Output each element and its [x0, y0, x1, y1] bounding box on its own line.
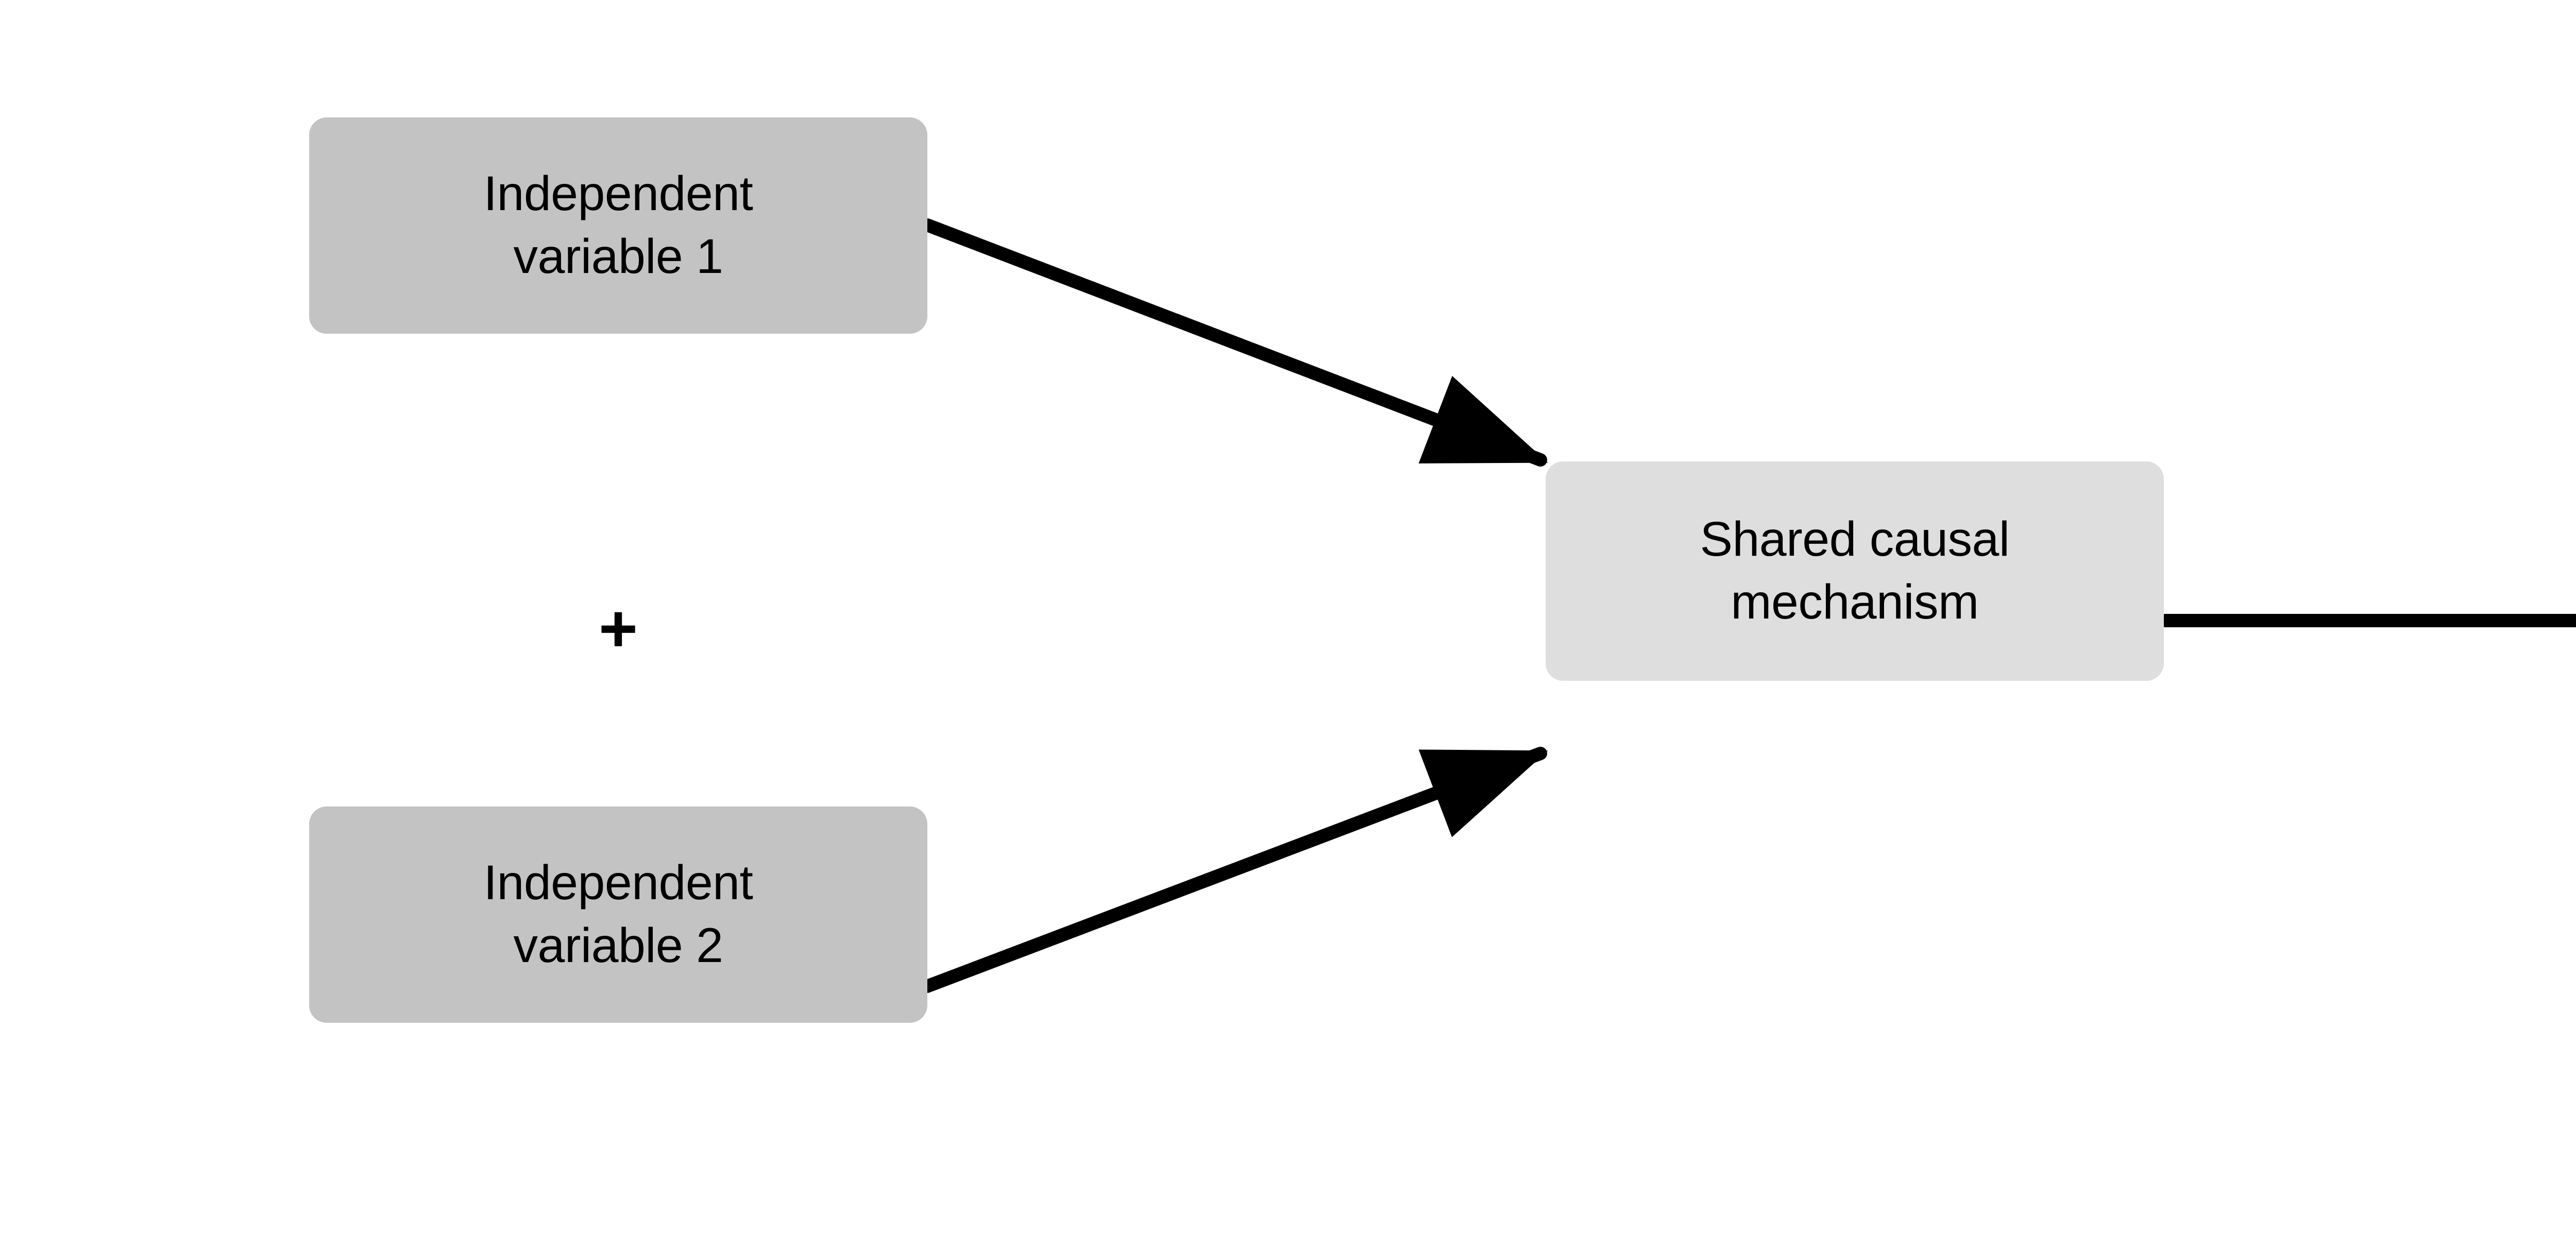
node-label-shared-causal-mechanism: Shared causal mechanism	[1700, 512, 2010, 629]
plus-operator: +	[541, 566, 696, 690]
node-shared-causal-mechanism[interactable]: Shared causal mechanism	[1546, 461, 2164, 681]
node-label-independent-variable-1: Independent variable 1	[483, 166, 753, 284]
edge-iv1-to-mechanism	[921, 218, 1548, 467]
node-label-independent-variable-2: Independent variable 2	[483, 855, 753, 973]
edge-iv2-to-mechanism	[921, 747, 1548, 993]
node-independent-variable-1[interactable]: Independent variable 1	[309, 117, 927, 334]
node-independent-variable-2[interactable]: Independent variable 2	[309, 806, 927, 1023]
plus-symbol: +	[599, 591, 638, 666]
